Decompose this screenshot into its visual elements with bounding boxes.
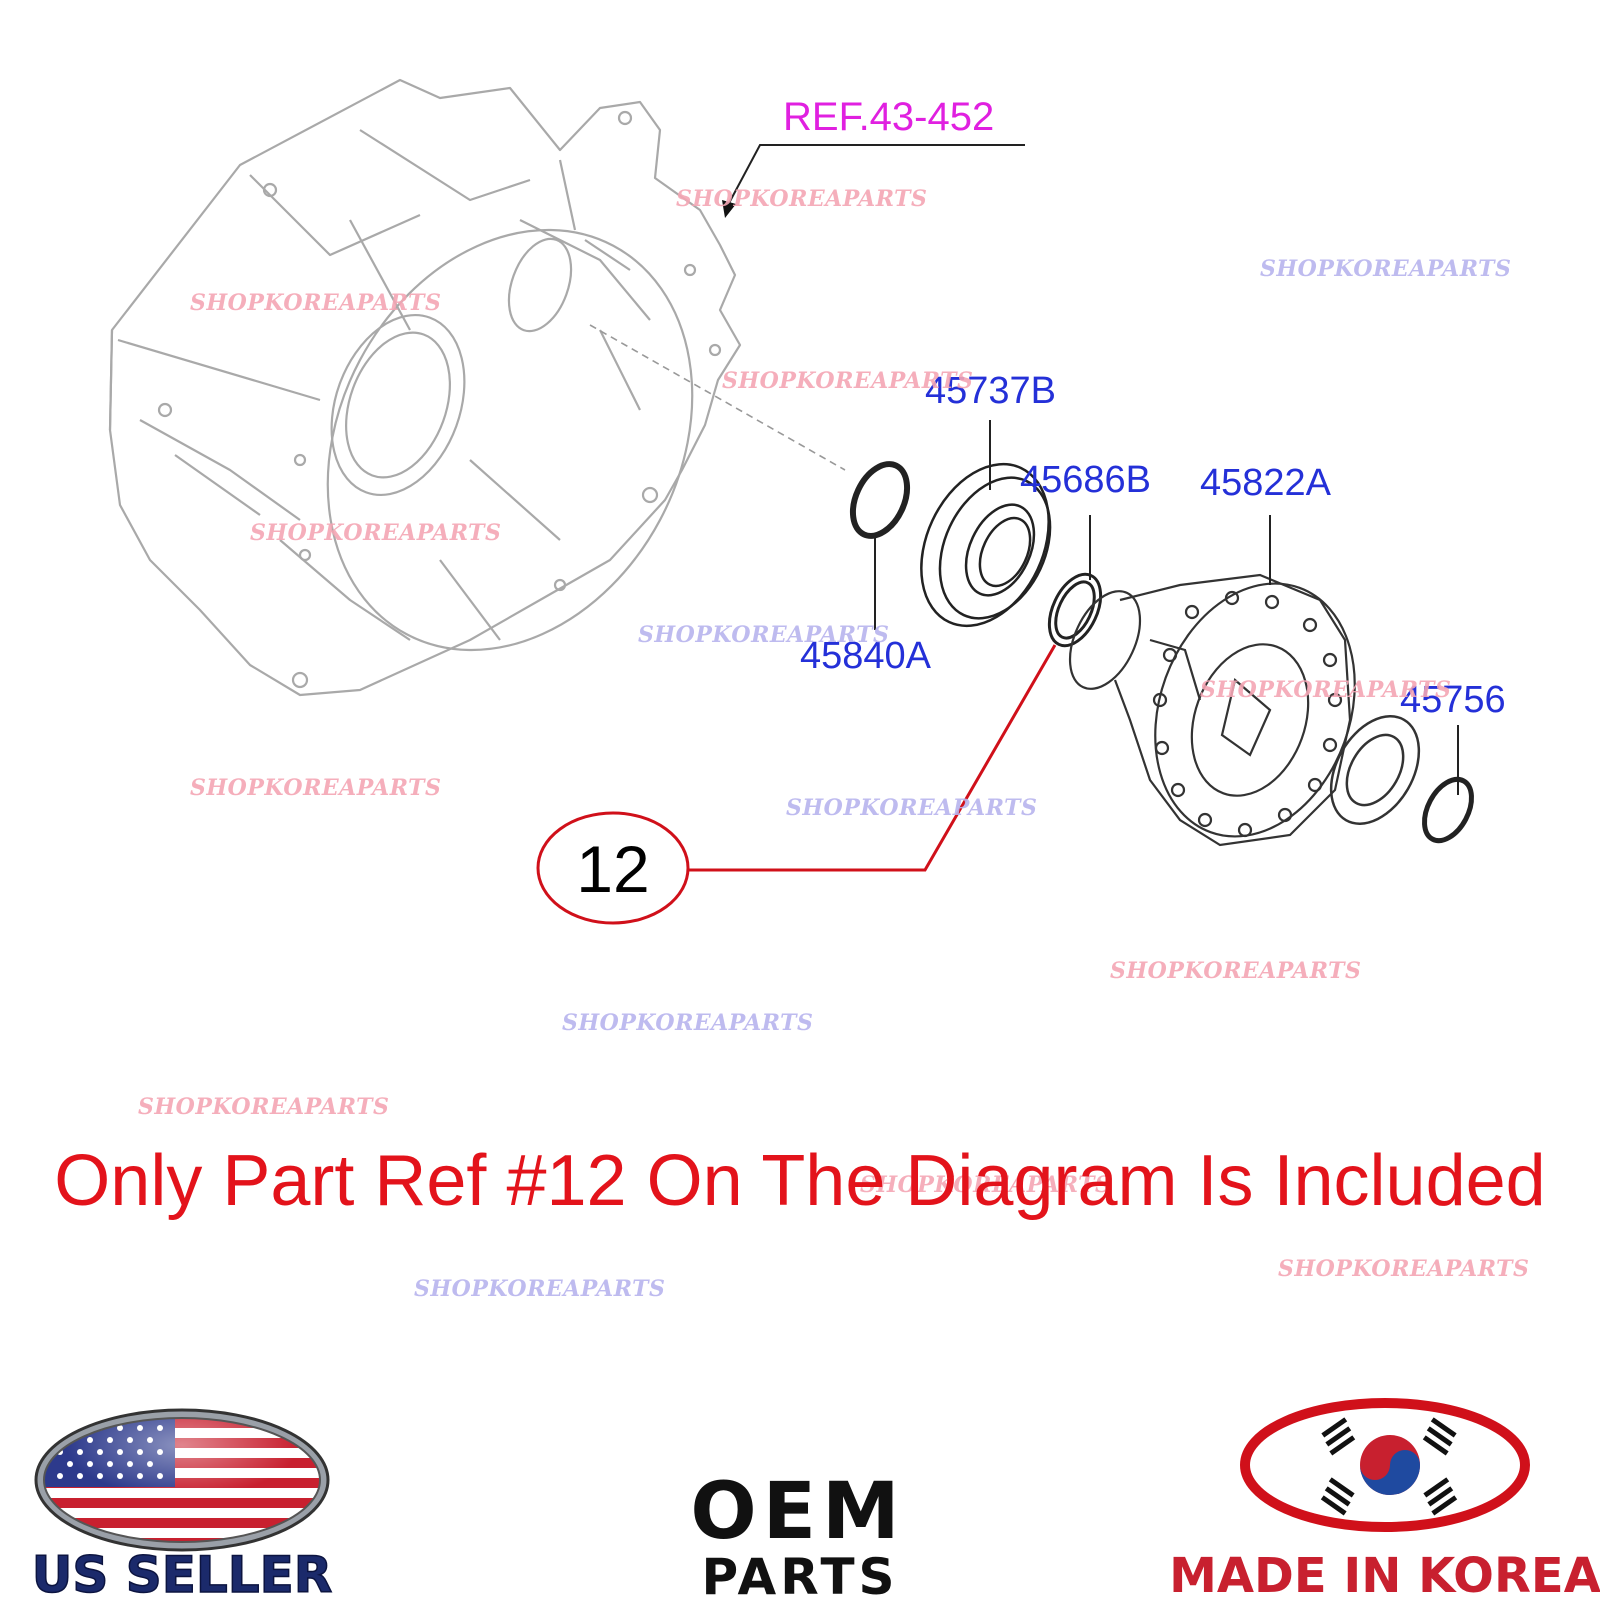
watermark: SHOPKOREAPARTS	[1260, 256, 1511, 282]
watermark: SHOPKOREAPARTS	[1278, 1256, 1529, 1282]
assembly-axis-line	[589, 324, 846, 471]
part-label-45756: 45756	[1400, 679, 1506, 721]
watermark: SHOPKOREAPARTS	[190, 775, 441, 801]
thrust-washer	[1329, 715, 1421, 825]
reference-leader-line	[727, 144, 1025, 206]
made-in-korea-label: MADE IN KOREA	[1169, 1548, 1600, 1600]
callout-circle	[536, 811, 690, 925]
included-part-notice: Only Part Ref #12 On The Diagram Is Incl…	[54, 1141, 1545, 1221]
watermark: SHOPKOREAPARTS	[676, 186, 927, 212]
transmission-housing-drawing	[108, 78, 742, 697]
oem-label: OEM	[690, 1467, 905, 1557]
watermark: SHOPKOREAPARTS	[722, 368, 973, 394]
watermark: SHOPKOREAPARTS	[190, 290, 441, 316]
snap-ring-45756	[1422, 776, 1474, 844]
oil-seal-45840a	[849, 461, 911, 539]
watermark: SHOPKOREAPARTS	[138, 1094, 389, 1120]
watermark: SHOPKOREAPARTS	[414, 1276, 665, 1302]
part-label-45840a: 45840A	[800, 635, 932, 677]
part-label-45737b: 45737B	[925, 370, 1056, 412]
watermark: SHOPKOREAPARTS	[250, 520, 501, 546]
shim-part-12	[1047, 572, 1103, 648]
bearing-45737b	[920, 462, 1052, 628]
us-flag-icon	[34, 1408, 330, 1552]
part-label-45686b: 45686B	[1020, 459, 1151, 501]
korea-flag-icon	[1240, 1398, 1530, 1532]
watermark: SHOPKOREAPARTS	[786, 795, 1037, 821]
watermark: SHOPKOREAPARTS	[860, 1172, 1111, 1198]
reference-arrow-icon	[722, 200, 736, 218]
differential-case-45822a	[1068, 573, 1356, 847]
callout-leader-line	[688, 644, 1057, 872]
watermark: SHOPKOREAPARTS	[638, 622, 889, 648]
reference-label: REF.43-452	[783, 95, 994, 139]
watermark: SHOPKOREAPARTS	[1200, 677, 1451, 703]
watermark: SHOPKOREAPARTS	[562, 1010, 813, 1036]
callout-number: 12	[576, 832, 649, 906]
watermark: SHOPKOREAPARTS	[1110, 958, 1361, 984]
part-label-45822a: 45822A	[1200, 462, 1332, 504]
parts-label: PARTS	[701, 1548, 898, 1600]
watermarks: SHOPKOREAPARTS SHOPKOREAPARTS SHOPKOREAP…	[138, 186, 1529, 1302]
us-seller-label: US SELLER	[32, 1546, 333, 1600]
